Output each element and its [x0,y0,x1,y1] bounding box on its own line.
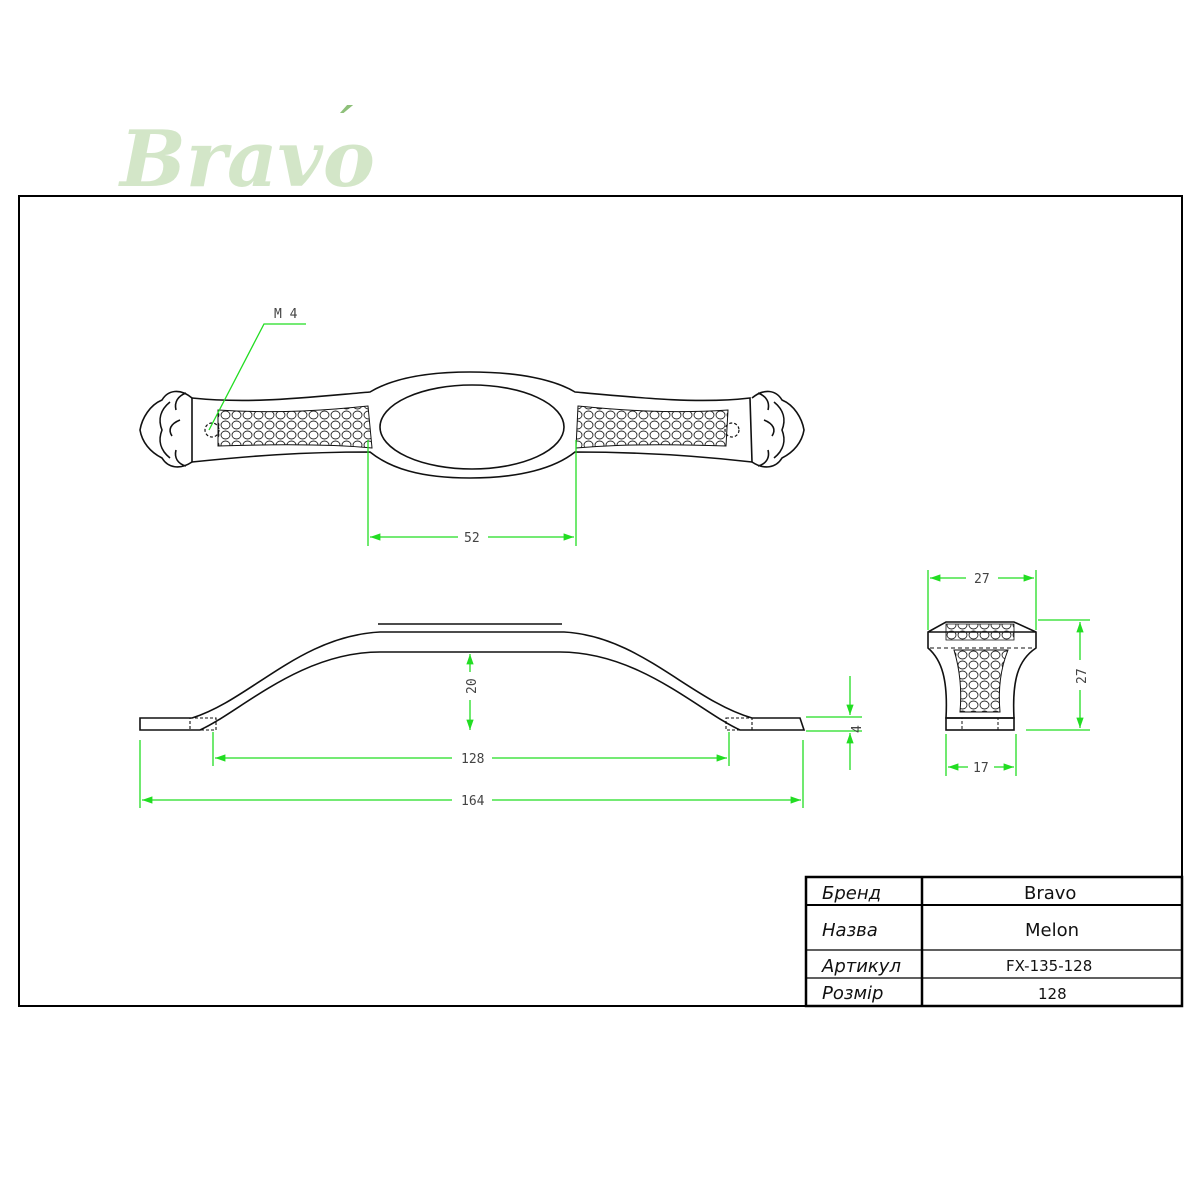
dim-knob-top-width [927,570,1037,630]
thread-callout: M 4 [208,307,306,431]
dim-top-oval-label: 52 [464,531,480,546]
dim-overall-length [139,740,804,808]
dim-knob-height-label: 27 [1075,668,1090,684]
logo-text: Bravo [118,114,375,205]
dim-knob-base-width [945,734,1017,776]
drawing-frame [18,195,1183,1007]
dim-hole-spacing-label: 128 [461,752,484,767]
side-view [139,623,806,731]
dim-overall-length-label: 164 [461,794,485,809]
brand-logo: Bravo ´ [118,100,375,205]
dim-knob-base-width-label: 17 [973,761,989,776]
brand-value: Bravo [1024,883,1076,904]
size-label: Розмір [822,983,883,1004]
dim-knob-height [1026,619,1090,731]
article-label: Артикул [821,956,901,977]
name-value: Melon [1025,920,1079,941]
logo-accent: ´ [330,100,354,151]
top-view [139,371,805,479]
article-value: FX-135-128 [1006,957,1092,975]
title-block [804,875,1184,1008]
dim-top-oval [367,440,577,546]
dim-knob-top-width-label: 27 [974,572,990,587]
name-label: Назва [822,920,878,941]
dim-base-thickness-label: 4 [850,725,865,733]
dim-side-height-label: 20 [465,678,480,694]
dim-base-thickness [806,676,862,770]
size-value: 128 [1038,985,1067,1003]
thread-label: M 4 [274,307,298,322]
dim-hole-spacing [212,732,730,766]
knob-view [927,621,1037,731]
brand-label: Бренд [822,883,881,904]
